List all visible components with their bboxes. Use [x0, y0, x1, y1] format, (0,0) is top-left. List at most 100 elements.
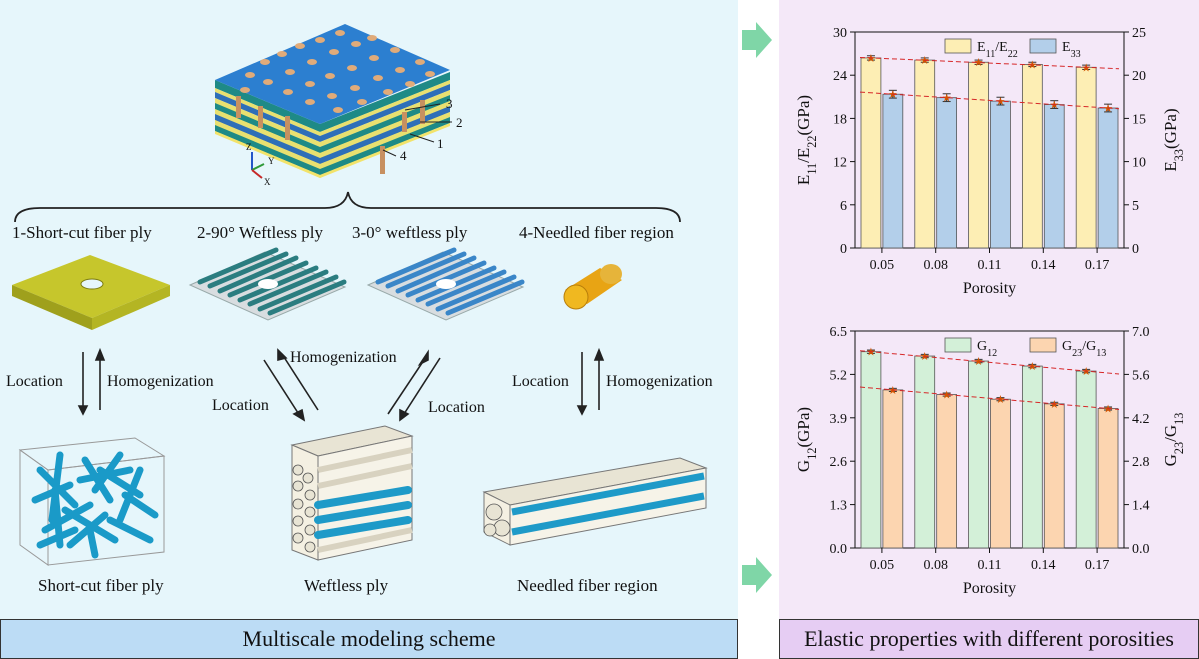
chart-1-left-tick-label: 24: [833, 69, 847, 84]
component-label-1: 1-Short-cut fiber ply: [12, 223, 152, 242]
chart-1-x-tick-label: 0.08: [923, 258, 948, 273]
component-label-4: 4-Needled fiber region: [519, 223, 674, 242]
chart-2-legend-label: G12: [977, 339, 997, 359]
chart-1-right-tick-label: 5: [1132, 199, 1139, 214]
chart-1-point-marker: ★: [974, 57, 984, 69]
chart-2-x-tick-label: 0.05: [870, 558, 895, 573]
chart-2-bar-a: [968, 360, 989, 549]
chart-2-legend-swatch: [1029, 337, 1057, 353]
chart-2-x-axis-label: Porosity: [963, 580, 1016, 597]
weftless-0-plate: [366, 247, 525, 321]
callout-4: 4: [400, 148, 407, 163]
chart-1-y-axis-label-right: E33(GPa): [1161, 108, 1186, 171]
chart-1-right-tick-label: 10: [1132, 156, 1146, 171]
rve-label-weftless: Weftless ply: [304, 576, 389, 595]
chart-1-bar-b: [882, 93, 904, 249]
component-label-3: 3-0° weftless ply: [352, 223, 468, 242]
chart-1-legend-swatch: [944, 38, 972, 54]
transition-arrows: [742, 22, 772, 593]
callout-1: 1: [437, 136, 444, 151]
axis-x-label: X: [264, 177, 271, 187]
chart-1-point-marker: ★: [1049, 100, 1059, 112]
chart-1-legend-label: E11/E22: [977, 40, 1018, 60]
chart-2-point-marker: ★: [942, 390, 952, 402]
callout-3: 3: [446, 96, 453, 111]
needled-fiber-cylinder: [563, 264, 622, 310]
chart-2-right-tick-label: 1.4: [1132, 499, 1150, 514]
chart-1-point-marker: ★: [1103, 103, 1113, 115]
chart-2-right-tick-label: 0.0: [1132, 542, 1150, 557]
chart-1-x-tick-label: 0.17: [1085, 258, 1110, 273]
chart-2-left-tick-label: 5.2: [830, 368, 848, 383]
chart-1-left-tick-label: 18: [833, 112, 847, 127]
chart-2-right-tick-label: 5.6: [1132, 368, 1150, 383]
chart-1-point-marker: ★: [920, 55, 930, 67]
chart-1-left-tick-label: 12: [833, 156, 847, 171]
process-arrows: [77, 347, 605, 422]
chart-1-bar-b: [990, 100, 1011, 249]
chart-1-right-tick-label: 0: [1132, 242, 1139, 257]
chart-1-point-marker: ★: [996, 96, 1006, 108]
chart-2-right-tick-label: 2.8: [1132, 455, 1150, 470]
chart-1-bar-a: [914, 59, 936, 249]
transition-arrow-bottom: [742, 557, 772, 593]
chart-1-x-axis-label: Porosity: [963, 280, 1016, 297]
chart-2-bar-b: [990, 398, 1011, 549]
short-cut-ply-plate: [12, 255, 170, 330]
chart-2-y-axis-label-left: G12(GPa): [794, 407, 819, 472]
chart-2-left-tick-label: 3.9: [830, 412, 848, 427]
needle-columns: [236, 96, 425, 174]
chart-1-right-tick-label: 25: [1132, 26, 1146, 41]
chart-1-bar-b: [1043, 104, 1065, 249]
component-label-2: 2-90° Weftless ply: [197, 223, 323, 242]
homogenization-label-2: Homogenization: [290, 349, 397, 366]
chart-2-point-marker: ★: [1049, 399, 1059, 411]
chart-2-right-tick-label: 4.2: [1132, 412, 1150, 427]
chart-1-bar-a: [1075, 66, 1097, 249]
chart-1-bar-a: [1021, 64, 1043, 249]
axis-y-label: Y: [268, 156, 275, 166]
chart-2-trend-line: [859, 386, 1120, 410]
location-label-1: Location: [6, 373, 63, 390]
location-label-4: Location: [512, 373, 569, 390]
laminate-block: 3 2 1 4: [215, 24, 463, 178]
chart-1-x-tick-label: 0.05: [870, 258, 895, 273]
chart-1-bar-a: [968, 61, 989, 249]
chart-2-left-tick-label: 2.6: [830, 455, 848, 470]
chart-2-left-tick-label: 1.3: [830, 499, 848, 514]
chart-2-bar-a: [860, 351, 882, 549]
needled-rve: [482, 457, 708, 546]
chart-2-legend-label: G23/G13: [1062, 339, 1106, 359]
homogenization-label-1: Homogenization: [107, 373, 214, 390]
chart-2-point-marker: ★: [866, 347, 876, 359]
elastic-charts: 06121824300510152025★★0.05★★0.08★★0.11★★…: [794, 26, 1186, 597]
axis-z-label: Z: [246, 142, 252, 152]
location-label-3: Location: [428, 399, 485, 416]
homogenization-label-4: Homogenization: [606, 373, 713, 390]
chart-2-bar-b: [936, 394, 958, 549]
chart-2-trend-line: [859, 350, 1120, 375]
chart-2-bar-b: [882, 389, 904, 549]
chart-2-x-tick-label: 0.14: [1031, 558, 1056, 573]
callout-2: 2: [456, 115, 463, 130]
chart-2-y-axis-label-right: G23/G13: [1161, 413, 1186, 467]
chart-2-x-tick-label: 0.17: [1085, 558, 1110, 573]
chart-2-left-tick-label: 0.0: [830, 542, 848, 557]
chart-2-point-marker: ★: [1103, 404, 1113, 416]
chart-1-x-tick-label: 0.11: [978, 258, 1002, 273]
chart-2-point-marker: ★: [996, 394, 1006, 406]
chart-1-trend-line: [859, 91, 1120, 110]
chart-1-legend-swatch: [1029, 38, 1057, 54]
chart-1-bar-b: [1097, 107, 1119, 249]
chart-2-bar-a: [1075, 370, 1097, 549]
rve-label-needled: Needled fiber region: [517, 576, 658, 595]
chart-1-legend-label: E33: [1062, 40, 1081, 60]
axes-triad-icon: Z Y X: [246, 142, 275, 187]
chart-2-legend-swatch: [944, 337, 972, 353]
laminate-front-stripes: [215, 80, 320, 178]
chart-1-left-tick-label: 6: [840, 199, 847, 214]
location-label-2: Location: [212, 397, 269, 414]
chart-1-point-marker: ★: [1081, 62, 1091, 74]
elastic-properties-caption: Elastic properties with different porosi…: [779, 619, 1199, 659]
weftless-90-plate: [188, 247, 347, 321]
